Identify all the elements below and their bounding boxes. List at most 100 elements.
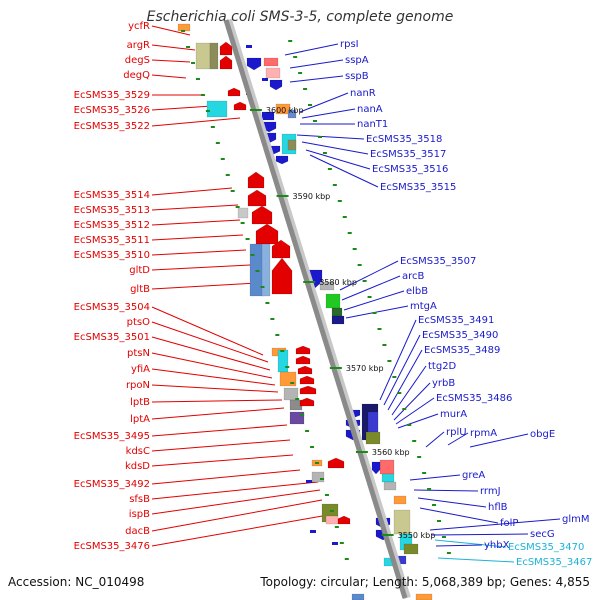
- gene-box: [311, 471, 325, 483]
- left-connector: [151, 384, 279, 393]
- left-connector: [151, 321, 269, 363]
- left-gene-label: EcSMS35_3512: [74, 220, 150, 231]
- left-gene-label: lptB: [130, 397, 150, 408]
- right-connector: [391, 365, 427, 416]
- right-connector: [289, 59, 344, 69]
- track-dot: [402, 408, 407, 410]
- right-gene-label: rplU: [446, 427, 467, 438]
- gene-arrow: [299, 375, 315, 385]
- gene-box: [403, 543, 419, 555]
- gene-arrow: [297, 365, 313, 375]
- right-gene-label: greA: [462, 470, 485, 481]
- track-dot: [334, 526, 339, 528]
- left-connector: [151, 499, 323, 532]
- left-gene-label: rpoN: [126, 380, 150, 391]
- gene-box: [379, 459, 395, 475]
- gene-arrow: [251, 205, 273, 225]
- track-dot: [352, 248, 357, 250]
- gene-arrow: [271, 239, 291, 259]
- left-gene-label: EcSMS35_3522: [74, 121, 150, 132]
- right-gene-label: glmM: [562, 514, 590, 525]
- track-dot: [235, 206, 240, 208]
- track-dot: [255, 270, 260, 272]
- track-dot: [303, 88, 308, 90]
- right-connector: [341, 275, 401, 301]
- tick-label: 3590 kbp: [293, 192, 331, 201]
- right-gene-label: yrbB: [432, 378, 455, 389]
- right-connector: [409, 474, 461, 481]
- right-gene-label: EcSMS35_3490: [422, 330, 498, 341]
- track-dot: [310, 446, 315, 448]
- gene-box: [331, 315, 345, 325]
- track-dot: [327, 168, 332, 170]
- gene-marker: [310, 530, 316, 533]
- left-connector: [151, 59, 191, 63]
- track-dot: [382, 344, 387, 346]
- right-gene-label: EcSMS35_3486: [436, 393, 512, 404]
- track-dot: [215, 142, 220, 144]
- left-connector: [151, 439, 291, 452]
- left-gene-label: yfiA: [131, 364, 150, 375]
- track-dot: [342, 216, 347, 218]
- backbone: [223, 18, 411, 600]
- left-gene-label: EcSMS35_3501: [74, 332, 150, 343]
- gene-box: [209, 42, 219, 70]
- track-dot: [295, 398, 300, 400]
- track-dot: [324, 494, 329, 496]
- track-dot: [446, 552, 451, 554]
- gene-box: [206, 100, 228, 118]
- track-dot: [339, 542, 344, 544]
- right-gene-label: rpmA: [470, 428, 497, 439]
- track-dot: [260, 286, 265, 288]
- right-gene-label: mtgA: [410, 301, 437, 312]
- genome-stats-label: Topology: circular; Length: 5,068,389 bp…: [260, 575, 590, 589]
- right-gene-label: rpsI: [340, 39, 359, 50]
- left-connector: [151, 219, 241, 226]
- track-dot: [300, 414, 305, 416]
- left-gene-label: EcSMS35_3526: [74, 105, 150, 116]
- right-connector: [301, 108, 356, 119]
- left-gene-label: ptsO: [127, 317, 150, 328]
- right-gene-label: nanT1: [357, 119, 388, 130]
- track-dot: [270, 318, 275, 320]
- track-dot: [220, 158, 225, 160]
- left-gene-label: EcSMS35_3495: [74, 431, 150, 442]
- left-gene-label: kdsC: [126, 446, 150, 457]
- gene-box: [325, 515, 339, 525]
- left-gene-label: lptA: [130, 414, 150, 425]
- right-connector: [387, 349, 423, 411]
- gene-box: [325, 293, 341, 309]
- track-dot: [432, 504, 437, 506]
- right-gene-label: EcSMS35_3507: [400, 256, 476, 267]
- left-connector: [151, 234, 244, 241]
- left-gene-label: degS: [125, 55, 150, 66]
- right-connector: [379, 319, 417, 401]
- right-gene-label: elbB: [406, 286, 428, 297]
- gene-box: [287, 139, 297, 151]
- gene-box: [289, 411, 305, 425]
- track-dot: [195, 78, 200, 80]
- track-dot: [417, 456, 422, 458]
- left-gene-label: EcSMS35_3476: [74, 541, 150, 552]
- track-dot: [230, 190, 235, 192]
- track-dot: [387, 360, 392, 362]
- left-connector: [151, 117, 241, 127]
- gene-arrow: [247, 171, 265, 189]
- right-gene-label: EcSMS35_3518: [366, 134, 442, 145]
- gene-features: [177, 23, 433, 600]
- gene-marker: [262, 78, 268, 81]
- right-connector: [296, 134, 365, 140]
- left-connector: [151, 514, 329, 547]
- gene-box: [415, 593, 433, 600]
- left-connector: [151, 352, 273, 379]
- right-connector: [299, 92, 349, 113]
- right-connector: [305, 149, 371, 170]
- right-connector: [301, 141, 369, 155]
- left-connector: [151, 204, 239, 211]
- right-connector: [289, 75, 344, 83]
- right-gene-label: obgE: [530, 429, 555, 440]
- right-gene-label: EcSMS35_3470: [508, 542, 584, 553]
- right-connector: [339, 260, 399, 291]
- track-dot: [210, 126, 215, 128]
- left-connector: [151, 407, 285, 420]
